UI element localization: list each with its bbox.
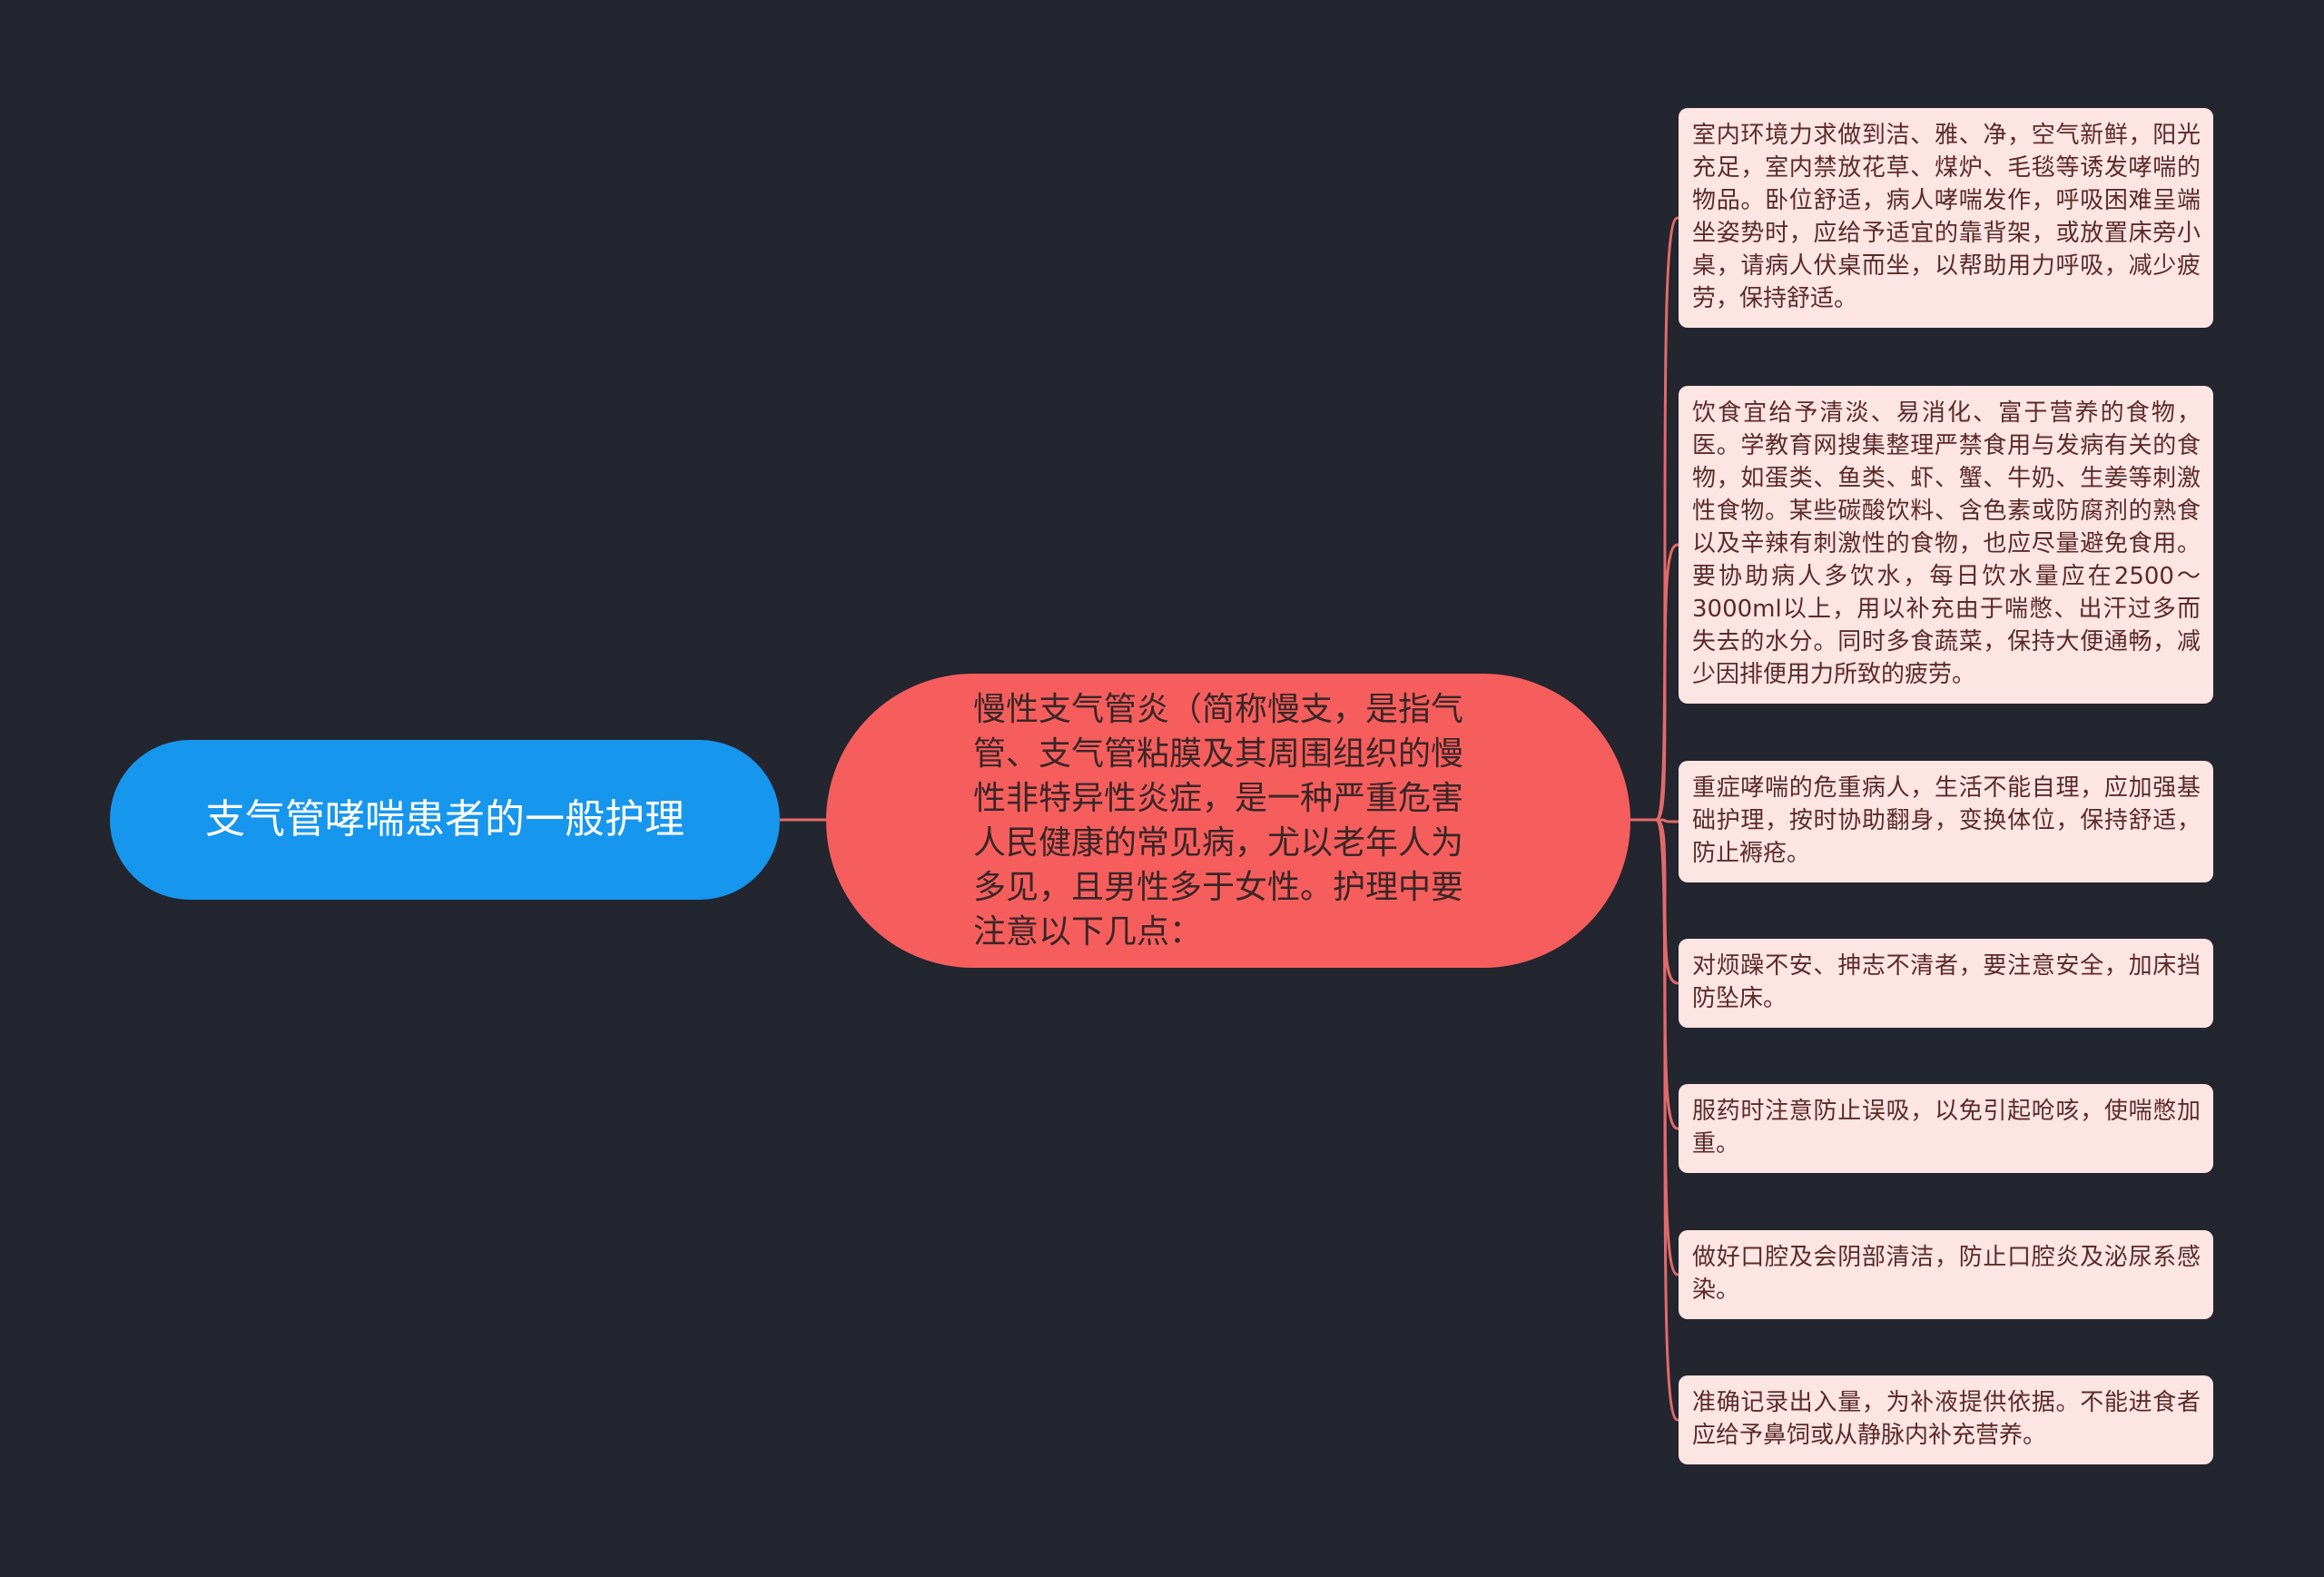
leaf-node-environment[interactable]: 室内环境力求做到洁、雅、净，空气新鲜，阳光充足，室内禁放花草、煤炉、毛毯等诱发哮…: [1679, 108, 2213, 328]
leaf-connector-3: [1655, 818, 1679, 985]
root-topic-label: 支气管哮喘患者的一般护理: [205, 796, 684, 843]
leaf-connector-5: [1655, 818, 1679, 1276]
leaf-node-intake-output[interactable]: 准确记录出入量，为补液提供依据。不能进食者应给予鼻饲或从静脉内补充营养。: [1679, 1375, 2213, 1464]
leaf-connector-0: [1655, 216, 1679, 822]
main-topic-node[interactable]: 慢性支气管炎（简称慢支，是指气管、支气管粘膜及其周围组织的慢性非特异性炎症，是一…: [826, 674, 1630, 968]
root-topic-node[interactable]: 支气管哮喘患者的一般护理: [110, 740, 780, 900]
leaf-node-safety[interactable]: 对烦躁不安、抻志不清者，要注意安全，加床挡防坠床。: [1679, 939, 2213, 1028]
leaf-text-environment: 室内环境力求做到洁、雅、净，空气新鲜，阳光充足，室内禁放花草、煤炉、毛毯等诱发哮…: [1692, 122, 2201, 312]
leaf-connector-2: [1655, 818, 1679, 823]
leaf-connectors: [1655, 216, 1679, 1422]
leaf-connector-4: [1655, 818, 1679, 1130]
leaf-node-basic-care[interactable]: 重症哮喘的危重病人，生活不能自理，应加强基础护理，按时协助翻身，变换体位，保持舒…: [1679, 761, 2213, 882]
leaf-node-hygiene[interactable]: 做好口腔及会阴部清洁，防止口腔炎及泌尿系感染。: [1679, 1230, 2213, 1319]
leaf-text-safety: 对烦躁不安、抻志不清者，要注意安全，加床挡防坠床。: [1692, 952, 2201, 1012]
leaf-connector-6: [1655, 818, 1679, 1422]
leaf-text-basic-care: 重症哮喘的危重病人，生活不能自理，应加强基础护理，按时协助翻身，变换体位，保持舒…: [1692, 774, 2201, 867]
leaf-node-diet[interactable]: 饮食宜给予清淡、易消化、富于营养的食物，医。学教育网搜集整理严禁食用与发病有关的…: [1679, 386, 2213, 704]
leaf-node-medication[interactable]: 服药时注意防止误吸，以免引起呛咳，使喘憋加重。: [1679, 1084, 2213, 1173]
leaf-text-hygiene: 做好口腔及会阴部清洁，防止口腔炎及泌尿系感染。: [1692, 1244, 2201, 1304]
leaf-text-diet: 饮食宜给予清淡、易消化、富于营养的食物，医。学教育网搜集整理严禁食用与发病有关的…: [1692, 399, 2201, 688]
leaf-text-intake-output: 准确记录出入量，为补液提供依据。不能进食者应给予鼻饲或从静脉内补充营养。: [1692, 1389, 2201, 1449]
main-topic-label: 慢性支气管炎（简称慢支，是指气管、支气管粘膜及其周围组织的慢性非特异性炎症，是一…: [973, 691, 1464, 951]
leaf-text-medication: 服药时注意防止误吸，以免引起呛咳，使喘憋加重。: [1692, 1098, 2201, 1158]
leaf-connector-1: [1655, 543, 1679, 822]
